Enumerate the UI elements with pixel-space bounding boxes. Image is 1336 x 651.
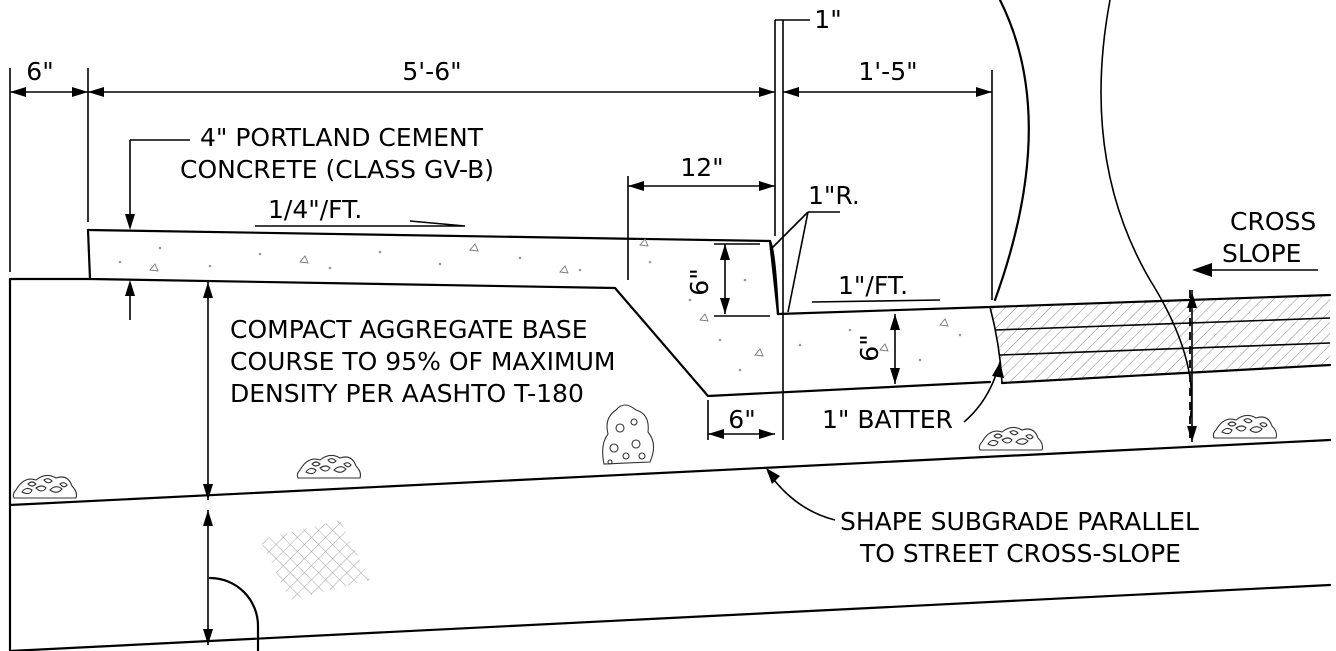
subgrade-line <box>8 438 1332 507</box>
dim-12in: 12" <box>680 153 723 182</box>
dim-6in-curb: 6" <box>685 268 714 295</box>
concrete-specks <box>118 238 962 372</box>
pavement-section <box>988 293 1332 385</box>
note-base-line1: COMPACT AGGREGATE BASE <box>230 315 588 344</box>
drawing-labels: 6" 5'-6" 1" 1'-5" 12" 6" 6" 6" 4" PORTLA… <box>26 5 1316 568</box>
leader-curve-1ft5 <box>993 0 1030 302</box>
dim-6in-bottom: 6" <box>728 405 755 434</box>
pavement-bottom <box>1000 363 1332 385</box>
note-batter: 1" BATTER <box>822 405 953 434</box>
dim-1in-top: 1" <box>814 5 841 34</box>
note-cross-slope-1: CROSS <box>1230 207 1316 236</box>
note-subgrade-line2: TO STREET CROSS-SLOPE <box>859 539 1181 568</box>
dim-5ft6in: 5'-6" <box>402 57 461 86</box>
dim-1ft5in: 1'-5" <box>858 57 917 86</box>
corner-arc <box>208 576 260 651</box>
note-slope-quarter: 1/4"/FT. <box>268 195 362 224</box>
pavement-layer-1 <box>994 317 1331 331</box>
concrete-top-surface <box>86 228 992 316</box>
note-radius: 1"R. <box>808 181 860 210</box>
note-gutter-slope: 1"/FT. <box>838 271 908 300</box>
pavement-layer-2 <box>999 342 1331 356</box>
aggregate-symbols <box>12 404 1278 499</box>
curb-face <box>768 239 780 316</box>
concrete-bottom-surface <box>86 228 992 398</box>
dimension-lines <box>9 19 1318 645</box>
lower-earth-line <box>8 583 1332 651</box>
note-pcc-line2: CONCRETE (CLASS GV-B) <box>180 155 494 184</box>
ground-lines <box>8 277 1332 651</box>
concrete-section <box>86 228 992 398</box>
outer-curve <box>1100 0 1193 421</box>
pavement-top <box>988 293 1332 309</box>
note-pcc-line1: 4" PORTLAND CEMENT <box>200 123 484 152</box>
note-cross-slope-2: SLOPE <box>1222 239 1301 268</box>
note-base-line3: DENSITY PER AASHTO T-180 <box>230 379 584 408</box>
note-subgrade-line1: SHAPE SUBGRADE PARALLEL <box>840 507 1199 536</box>
note-base-line2: COURSE TO 95% OF MAXIMUM <box>230 347 615 376</box>
right-curves <box>993 0 1193 440</box>
dim-6in-gutter: 6" <box>855 334 884 361</box>
dim-6in-top: 6" <box>26 57 53 86</box>
